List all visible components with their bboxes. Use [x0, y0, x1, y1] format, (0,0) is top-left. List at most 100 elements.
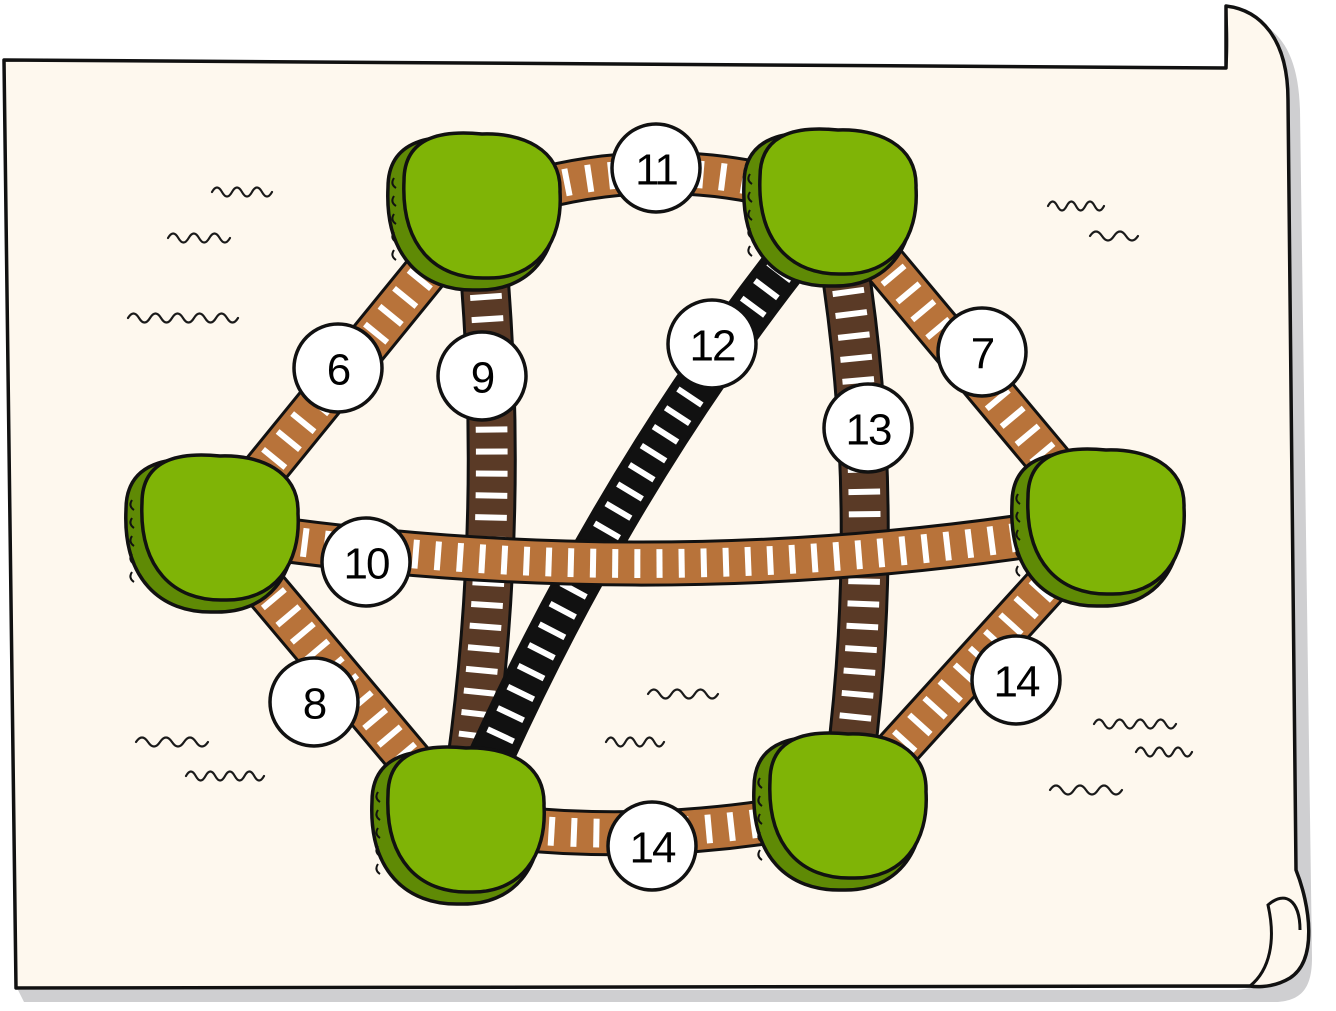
bridge-label-circle	[936, 306, 1028, 398]
water-wave-mark	[604, 736, 666, 748]
bridge-plank-gap	[998, 612, 1024, 637]
bridge-plank-gap	[496, 705, 525, 724]
bridge-plank-gap	[469, 292, 503, 302]
island-edge-tick	[747, 227, 753, 239]
bridge-label-circle	[610, 122, 702, 214]
bridge-plank-gap	[766, 545, 774, 575]
bridge-plank-gap	[584, 164, 595, 193]
bridge-plank-gap	[898, 536, 908, 566]
bridge-plank-gap	[275, 604, 302, 628]
bridge-plank-gap	[548, 600, 577, 620]
bridge-label-circle	[320, 516, 412, 608]
bridge-plank-gap	[561, 168, 573, 197]
bridge-plank-gap	[392, 286, 419, 309]
bridge-label-value: 12	[690, 322, 735, 371]
bridge-plank-gap	[593, 520, 622, 541]
bridge-plank-gap	[748, 809, 759, 839]
bridge-plank-gap	[840, 353, 873, 363]
island-edge-tick	[1015, 511, 1021, 523]
island-top-right	[742, 127, 918, 288]
island-edge-tick	[129, 553, 135, 565]
bridge-plank-gap	[547, 816, 556, 846]
island-edge-tick	[1015, 529, 1021, 541]
island-edge-tick	[757, 831, 763, 843]
island-top	[386, 745, 546, 894]
bridge-14-bottom-label: 14	[606, 800, 698, 892]
paper-fold-top	[1224, 5, 1229, 69]
island-top	[1026, 447, 1186, 596]
bridge-plank-gap	[832, 286, 865, 298]
bridge-plank-gap	[506, 684, 536, 703]
island-edge-tick	[1015, 565, 1021, 577]
bridge-plank-gap	[810, 543, 819, 573]
bridge-label-value: 14	[994, 658, 1040, 707]
water-wave-mark	[126, 312, 240, 324]
bridge-label-value: 14	[630, 824, 676, 873]
island-edge-tick	[129, 571, 135, 583]
island-edge-tick	[375, 845, 381, 857]
bridge-plank-gap	[639, 443, 668, 464]
water-wave-mark	[1088, 230, 1140, 242]
island-left	[124, 453, 300, 614]
bridge-plank-gap	[942, 531, 952, 561]
bridge-plank-gap	[841, 689, 874, 699]
island-top-left	[386, 131, 562, 292]
bridge-plank-gap	[854, 540, 863, 570]
bridge-label-circle	[268, 656, 360, 748]
bridge-plank-gap	[922, 695, 948, 720]
bridge-plank-gap	[837, 331, 870, 341]
bridge-plank-gap	[467, 644, 500, 653]
bridge-plank-gap	[700, 548, 708, 578]
bridge-plank-gap	[545, 547, 553, 577]
bridge-label-circle	[822, 382, 914, 474]
island-edge-tick	[375, 863, 381, 875]
bridge-plank-gap	[516, 663, 546, 682]
bridge-plank-gap	[616, 481, 644, 502]
bridge-plank-gap	[478, 544, 487, 574]
bridge-plank-gap	[907, 712, 933, 737]
water-wave-mark	[184, 770, 266, 782]
island-edge-tick	[391, 249, 397, 261]
bridge-label-value: 7	[971, 330, 994, 379]
island-edge-tick	[747, 245, 753, 257]
bridge-plank-gap	[722, 547, 730, 577]
island-edge-tick	[375, 827, 381, 839]
bridge-plank-gap	[848, 488, 881, 496]
water-wave-mark	[1134, 746, 1194, 758]
island-edge-tick	[391, 195, 397, 207]
water-wave-mark	[646, 688, 720, 700]
bridge-plank-gap	[522, 546, 531, 576]
bridge-deck	[812, 199, 887, 812]
water-wave-mark	[210, 186, 274, 198]
island-edge-tick	[375, 809, 381, 821]
water-wave-mark	[166, 232, 232, 244]
island-edge-tick	[129, 517, 135, 529]
bridge-plank-gap	[1013, 595, 1039, 620]
island-top	[758, 127, 918, 276]
bridge-10-label: 10	[320, 516, 412, 608]
bridge-plank-gap	[537, 621, 567, 641]
bridge-plank-gap	[471, 315, 504, 324]
bridge-plank-gap	[835, 309, 868, 319]
bridge-13-label: 13	[822, 382, 914, 474]
bridge-plank-gap	[627, 462, 656, 483]
bridge-label-value: 8	[303, 680, 326, 729]
island-edge-tick	[1015, 547, 1021, 559]
island-top	[402, 131, 562, 280]
island-edge-tick	[129, 535, 135, 547]
island-right	[1010, 447, 1186, 608]
bridge-label-value: 13	[846, 406, 891, 455]
water-wave-mark	[1048, 784, 1124, 796]
water-wave-mark	[1046, 200, 1106, 212]
bridge-plank-gap	[844, 645, 877, 654]
island-edge-tick	[757, 777, 763, 789]
island-edge-tick	[375, 791, 381, 803]
bridge-plank-gap	[937, 679, 963, 703]
bridge-plank-gap	[559, 580, 588, 600]
bridge-plank-gap	[895, 281, 922, 305]
bridge-plank-gap	[363, 321, 390, 345]
island-edge-tick	[129, 499, 135, 511]
bridge-plank-gap	[527, 642, 556, 661]
bridge-plank-gap	[753, 278, 780, 301]
bridge-plank-gap	[570, 817, 578, 847]
